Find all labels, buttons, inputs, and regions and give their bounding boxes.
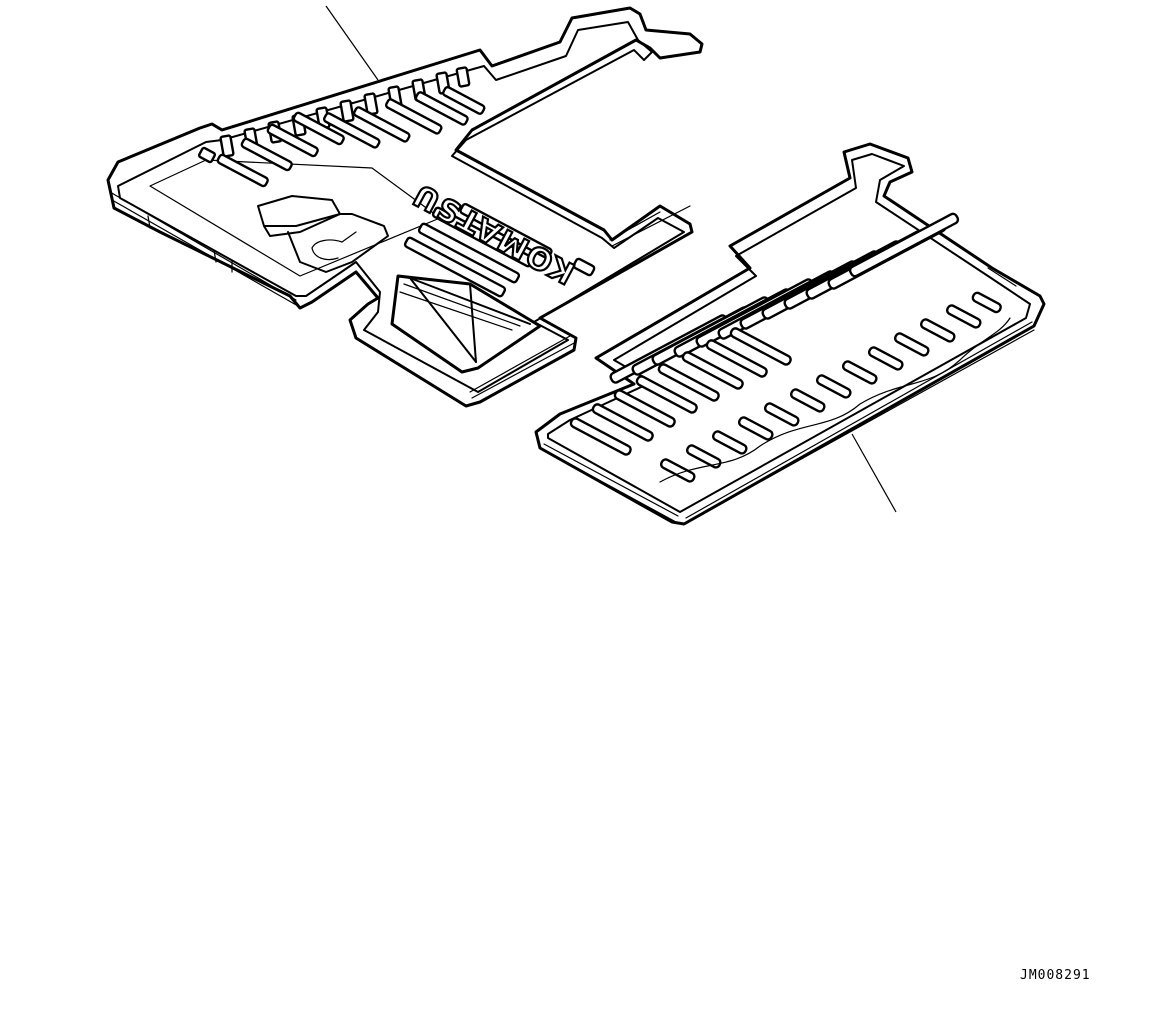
- front-floor-mat: KOMATSU: [106, 6, 704, 408]
- drawing-code: JM008291: [1020, 968, 1091, 983]
- rear-mat-leader-line: [851, 433, 897, 513]
- front-mat-leader-line: [325, 5, 379, 81]
- rear-floor-mat: [534, 142, 1046, 526]
